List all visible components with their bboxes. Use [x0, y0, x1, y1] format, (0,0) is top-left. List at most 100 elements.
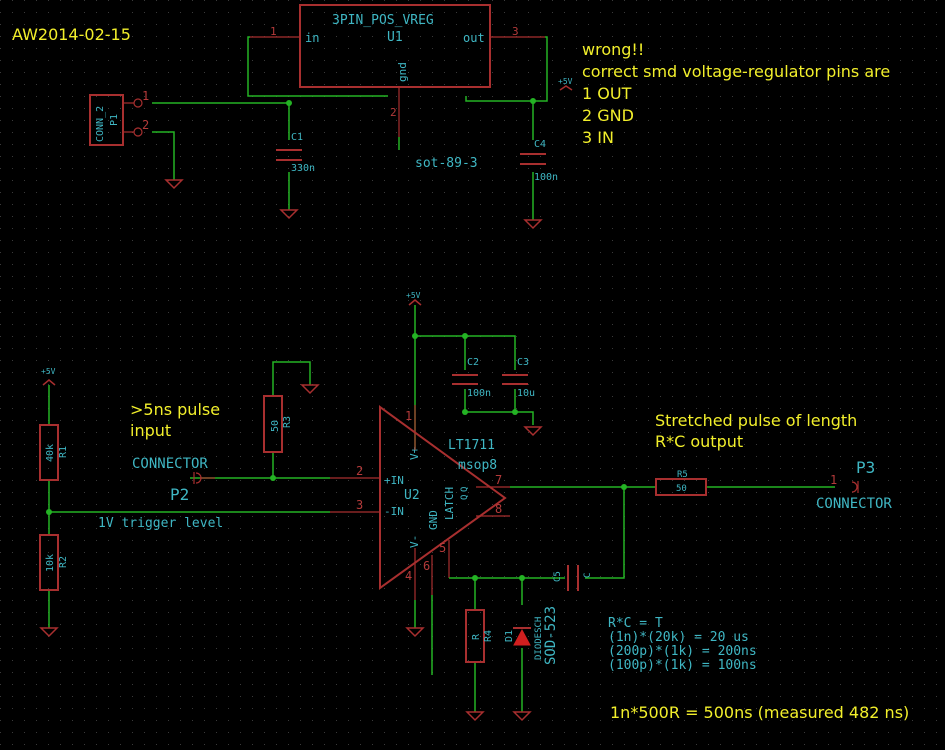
wire-c5-right: [585, 487, 625, 579]
ground-r3: [300, 384, 320, 395]
c5-ref: C5: [553, 571, 563, 582]
regulator-u1[interactable]: 3PIN_POS_VREG U1 in out gnd 1 3 2 sot-89…: [250, 4, 545, 171]
p1-pin2-circle: [133, 127, 143, 137]
pulse-input-note: >5ns pulse input: [130, 400, 220, 440]
r3-value: 50: [270, 420, 281, 432]
wire-r3-top: [272, 361, 311, 396]
formula-line-1: R*C = T: [608, 616, 663, 631]
u1-ref: U1: [387, 30, 403, 45]
resistor-r4[interactable]: R R4: [465, 609, 494, 663]
capacitor-c3[interactable]: C3 10u: [502, 357, 535, 399]
junction-divider: [46, 509, 52, 515]
c2-value: 100n: [467, 388, 491, 399]
wire-c3-top: [415, 335, 516, 370]
r1-body: [39, 424, 59, 481]
c3-ref: C3: [517, 357, 529, 368]
u1-package: sot-89-3: [415, 156, 478, 171]
u2-pin-num-5: 5: [439, 541, 446, 555]
u2-pin-num-4: 4: [405, 569, 412, 583]
u1-pin-num-2: 2: [390, 106, 397, 119]
r2-ref: R2: [58, 556, 69, 568]
junction-c2-top: [462, 333, 468, 339]
u2-pin-num-3: 3: [356, 498, 363, 512]
r5-ref: R5: [677, 470, 688, 480]
u2-gnd: GND: [427, 510, 440, 530]
power-5v-r1-symbol: [42, 379, 56, 386]
u2-pin-num-6: 6: [423, 559, 430, 573]
junction-d1: [519, 575, 525, 581]
r3-body: [263, 395, 283, 453]
date-label: AW2014-02-15: [12, 25, 131, 44]
u1-pin-in: in: [305, 31, 319, 45]
connector-p3[interactable]: 1 P3 CONNECTOR: [816, 458, 892, 512]
connector-p2[interactable]: CONNECTOR P2: [132, 456, 215, 504]
p1-pin-num-1: 1: [142, 89, 149, 103]
p1-pin-num-2: 2: [142, 118, 149, 132]
wire-p1-2: [152, 131, 175, 180]
resistor-r2[interactable]: 10k R2: [39, 534, 69, 591]
pulse-input-line-2: input: [130, 421, 171, 440]
comparator-u2[interactable]: LT1711 msop8 U2 +IN -IN V+ V- GND LATCH …: [330, 405, 510, 600]
wrong-line-2: correct smd voltage-regulator pins are: [582, 62, 890, 81]
u2-latch: LATCH: [443, 487, 456, 520]
junction-vplus: [412, 333, 418, 339]
r3-ref: R3: [282, 416, 293, 428]
r5-value: 50: [676, 484, 687, 494]
r5-body: [655, 478, 707, 496]
c5-value: C: [583, 573, 593, 578]
formula-line-2: (1n)*(20k) = 20 us: [608, 630, 749, 645]
junction-r4: [472, 575, 478, 581]
wrong-line-4: 2 GND: [582, 106, 634, 125]
c4-ref: C4: [534, 139, 546, 150]
r2-body: [39, 534, 59, 591]
capacitor-c4[interactable]: C4 100n: [520, 139, 558, 183]
u2-plus-in: +IN: [384, 474, 404, 487]
ground-r2: [39, 627, 59, 638]
stretched-note: Stretched pulse of length R*C output: [655, 411, 857, 451]
p3-symbol: [851, 481, 859, 493]
power-5v-r1: +5V: [41, 367, 56, 376]
capacitor-c5[interactable]: C5 C: [553, 565, 593, 591]
p1-name: CONN_2: [95, 106, 106, 142]
capacitor-c1[interactable]: C1 330n: [276, 132, 315, 174]
diode-d1[interactable]: D1 DIODESCH SOD-523: [504, 606, 559, 665]
ground-c2c3: [523, 426, 543, 437]
power-5v-top-symbol: [559, 85, 573, 91]
resistor-r5[interactable]: 50 R5: [655, 470, 707, 496]
wire-c2c3-bot: [464, 389, 534, 425]
connector-p1[interactable]: CONN_2 P1 1 2: [89, 89, 149, 146]
u1-body: [299, 4, 491, 88]
r4-value: R: [471, 633, 482, 640]
stretched-line-1: Stretched pulse of length: [655, 411, 857, 430]
u1-pin-out: out: [463, 31, 485, 45]
power-5v-u2: +5V: [406, 291, 421, 300]
u2-vminus: V-: [408, 535, 421, 548]
resistor-r3[interactable]: 50 R3: [263, 395, 293, 453]
p2-label: CONNECTOR: [132, 456, 208, 472]
u1-name: 3PIN_POS_VREG: [332, 13, 434, 28]
c4-value: 100n: [534, 172, 558, 183]
junction-output: [621, 484, 627, 490]
ground-d1: [512, 711, 532, 722]
resistor-r1[interactable]: 40k R1: [39, 424, 69, 481]
junction-r3: [270, 475, 276, 481]
u2-pin-num-1: 1: [405, 409, 412, 423]
ground-r4: [465, 711, 485, 722]
u2-pin-num-7: 7: [495, 473, 502, 487]
p1-ref: P1: [109, 114, 120, 126]
u2-qbar: Q: [460, 495, 470, 500]
junction-c2-bot: [462, 409, 468, 415]
u2-ref: U2: [404, 488, 420, 503]
c1-ref: C1: [291, 132, 303, 143]
c1-value: 330n: [291, 163, 315, 174]
u2-pin-num-8: 8: [495, 502, 502, 516]
measured-note: 1n*500R = 500ns (measured 482 ns): [610, 703, 909, 722]
d1-triangle: [513, 628, 531, 646]
wire-u1-in: [247, 36, 388, 97]
p2-ref: P2: [170, 485, 189, 504]
capacitor-c2[interactable]: C2 100n: [452, 357, 491, 399]
junction-c1: [286, 100, 292, 106]
d1-name: DIODESCH: [534, 617, 544, 660]
junction-c4: [530, 98, 536, 104]
c2-ref: C2: [467, 357, 479, 368]
